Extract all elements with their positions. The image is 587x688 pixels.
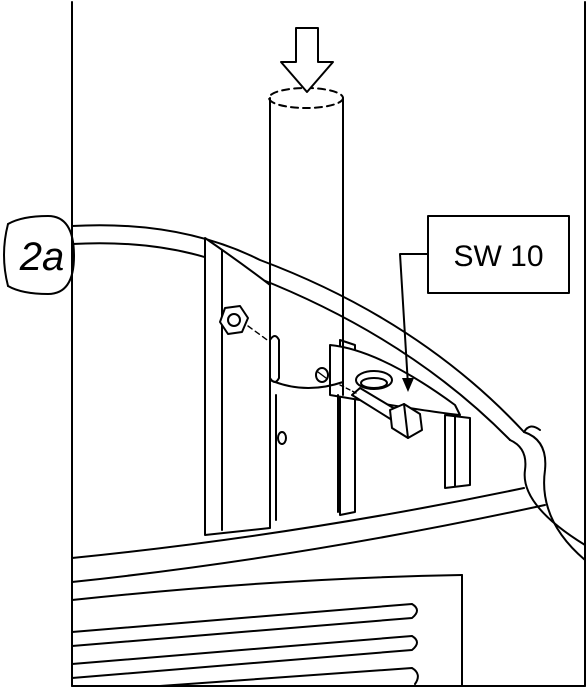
down-arrow-icon [280, 27, 334, 93]
basket-front-band [71, 487, 546, 687]
basket-back-rim [71, 224, 525, 441]
lower-hole [277, 431, 287, 445]
wrench-size-label: SW 10 [453, 240, 543, 273]
tube-hole [315, 367, 329, 383]
drawing-frame [71, 1, 586, 687]
callout-arrowhead [402, 378, 414, 392]
hex-nut [219, 305, 271, 343]
left-bracket-plate [204, 237, 271, 536]
step-badge: 2a [3, 215, 75, 295]
basket-side-rim [509, 425, 586, 561]
basket-slots [71, 603, 419, 687]
hex-bolt [339, 384, 423, 439]
wrench-size-callout: SW 10 [399, 215, 570, 392]
step-number: 2a [19, 235, 65, 279]
vertical-post [268, 87, 344, 521]
